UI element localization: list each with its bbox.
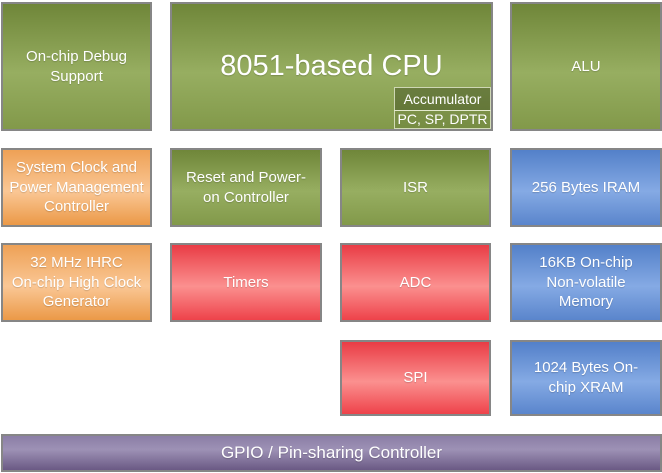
nvm-label: 16KB On-chip Non-volatile Memory — [539, 253, 633, 311]
ihrc-clock-generator-block: 32 MHz IHRC On-chip High Clock Generator — [1, 243, 152, 322]
accumulator-label: Accumulator — [394, 87, 491, 111]
reset-power-on-label: Reset and Power- on Controller — [185, 168, 307, 206]
iram-label: 256 Bytes IRAM — [531, 178, 641, 196]
registers-label: PC, SP, DPTR — [394, 110, 491, 129]
cpu-block: 8051-based CPU Accumulator PC, SP, DPTR — [170, 2, 493, 131]
ihrc-clock-generator-label: 32 MHz IHRC On-chip High Clock Generator — [11, 253, 142, 311]
nvm-block: 16KB On-chip Non-volatile Memory — [510, 243, 662, 322]
xram-block: 1024 Bytes On- chip XRAM — [510, 340, 662, 416]
adc-block: ADC — [340, 243, 491, 322]
adc-label: ADC — [399, 273, 432, 291]
debug-support-block: On-chip Debug Support — [1, 2, 152, 131]
isr-label: ISR — [402, 178, 428, 196]
isr-block: ISR — [340, 148, 491, 227]
alu-block: ALU — [510, 2, 662, 131]
timers-block: Timers — [170, 243, 322, 322]
reset-power-on-block: Reset and Power- on Controller — [170, 148, 322, 227]
gpio-pin-sharing-bar: GPIO / Pin-sharing Controller — [1, 434, 662, 472]
cpu-sub-registers: Accumulator PC, SP, DPTR — [394, 87, 491, 129]
gpio-pin-sharing-label: GPIO / Pin-sharing Controller — [220, 442, 443, 462]
alu-label: ALU — [571, 57, 601, 75]
xram-label: 1024 Bytes On- chip XRAM — [533, 359, 639, 396]
spi-label: SPI — [403, 369, 428, 387]
iram-block: 256 Bytes IRAM — [510, 148, 662, 227]
system-clock-power-label: System Clock and Power Management Contro… — [9, 158, 144, 216]
spi-block: SPI — [340, 340, 491, 416]
system-clock-power-block: System Clock and Power Management Contro… — [1, 148, 152, 227]
timers-label: Timers — [223, 273, 269, 291]
debug-support-label: On-chip Debug Support — [26, 47, 127, 85]
cpu-label: 8051-based CPU — [220, 50, 443, 83]
